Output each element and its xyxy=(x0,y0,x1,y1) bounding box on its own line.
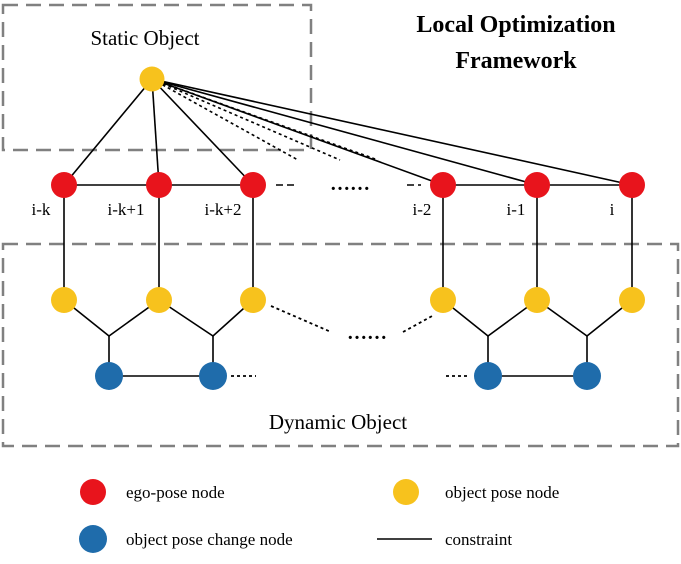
ego-pose-node xyxy=(524,172,550,198)
ego-object-lines xyxy=(63,185,633,300)
ego-index-label: i-k xyxy=(32,200,51,219)
object-row-ellipsis: …… xyxy=(347,322,387,344)
object-pose-change-node xyxy=(199,362,227,390)
object-pose-node xyxy=(146,287,172,313)
ego-pose-node xyxy=(240,172,266,198)
static-constraint-line xyxy=(63,78,153,186)
ego-index-label: i-k+1 xyxy=(108,200,145,219)
static-constraint-line xyxy=(151,78,254,186)
legend-object-label: object pose node xyxy=(445,483,559,502)
legend-ego-label: ego-pose node xyxy=(126,483,225,502)
object-change-line xyxy=(442,299,538,338)
object-change-line xyxy=(536,299,633,338)
object-pose-change-nodes xyxy=(95,362,601,390)
static-constraint-line xyxy=(151,78,538,186)
object-pose-nodes xyxy=(51,287,645,313)
title-line-1: Local Optimization xyxy=(416,12,615,38)
ego-index-label: i-2 xyxy=(413,200,432,219)
static-constraint-dotted-line xyxy=(151,78,379,161)
object-pose-node xyxy=(240,287,266,313)
object-pose-node xyxy=(524,287,550,313)
static-constraint-lines xyxy=(63,78,633,186)
legend: ego-pose node object pose node object po… xyxy=(79,479,559,553)
static-constraint-line xyxy=(151,78,633,186)
legend-ego-swatch xyxy=(80,479,106,505)
static-object-node xyxy=(139,66,165,92)
object-change-lines xyxy=(63,299,633,377)
static-constraint-dotted-line xyxy=(151,78,299,161)
object-gap-dots xyxy=(231,305,470,377)
static-object-label: Static Object xyxy=(90,26,199,50)
object-gap-dots-right xyxy=(402,314,435,333)
static-constraint-dotted-lines xyxy=(151,78,379,161)
static-constraint-dotted-line xyxy=(151,78,341,161)
legend-change-label: object pose change node xyxy=(126,530,293,549)
object-pose-node xyxy=(51,287,77,313)
ego-chain-ellipsis: …… xyxy=(330,173,370,195)
ego-pose-node xyxy=(146,172,172,198)
title-line-2: Framework xyxy=(455,48,577,74)
ego-index-label: i-k+2 xyxy=(205,200,242,219)
legend-change-swatch xyxy=(79,525,107,553)
ego-index-label: i-1 xyxy=(507,200,526,219)
object-pose-node xyxy=(430,287,456,313)
object-pose-change-node xyxy=(474,362,502,390)
ego-pose-node xyxy=(51,172,77,198)
ego-index-label: i xyxy=(610,200,615,219)
object-pose-change-node xyxy=(573,362,601,390)
object-gap-dots-left xyxy=(270,305,332,333)
dynamic-object-label: Dynamic Object xyxy=(269,410,407,434)
legend-constraint-label: constraint xyxy=(445,530,512,549)
ego-pose-node xyxy=(619,172,645,198)
ego-index-labels: i-k i-k+1 i-k+2 i-2 i-1 i xyxy=(32,200,615,219)
object-pose-change-node xyxy=(95,362,123,390)
ego-pose-nodes xyxy=(51,172,645,198)
static-constraint-line xyxy=(151,78,444,186)
object-change-line xyxy=(158,299,254,338)
ego-pose-node xyxy=(430,172,456,198)
object-pose-node xyxy=(619,287,645,313)
static-constraint-line xyxy=(151,78,160,186)
object-change-line xyxy=(63,299,160,338)
legend-object-swatch xyxy=(393,479,419,505)
